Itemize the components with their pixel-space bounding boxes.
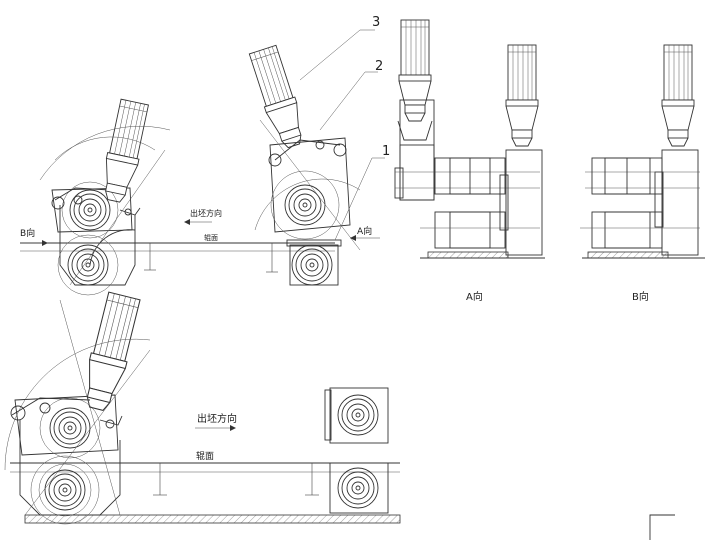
direction-label-top: 出坯方向 <box>190 208 222 218</box>
part-label-3: 3 <box>372 15 380 30</box>
direction-label-bottom: 出坯方向 <box>197 412 237 425</box>
view-a-title: A向 <box>466 290 483 303</box>
view-b-title: B向 <box>632 290 649 303</box>
assembly-top-middle <box>246 29 385 286</box>
roller-table-label-top: 辊面 <box>204 233 218 242</box>
assembly-top-left <box>20 98 335 296</box>
roller-table-label-bottom: 辊面 <box>196 450 214 462</box>
view-b-marker: B向 <box>20 227 35 239</box>
view-b <box>580 44 705 259</box>
title-block-corner <box>649 514 675 540</box>
view-a-marker: A向 <box>357 225 372 237</box>
part-label-2: 2 <box>375 59 383 74</box>
part-label-1: 1 <box>382 144 390 159</box>
view-a <box>394 19 545 259</box>
assembly-bottom <box>4 291 401 525</box>
